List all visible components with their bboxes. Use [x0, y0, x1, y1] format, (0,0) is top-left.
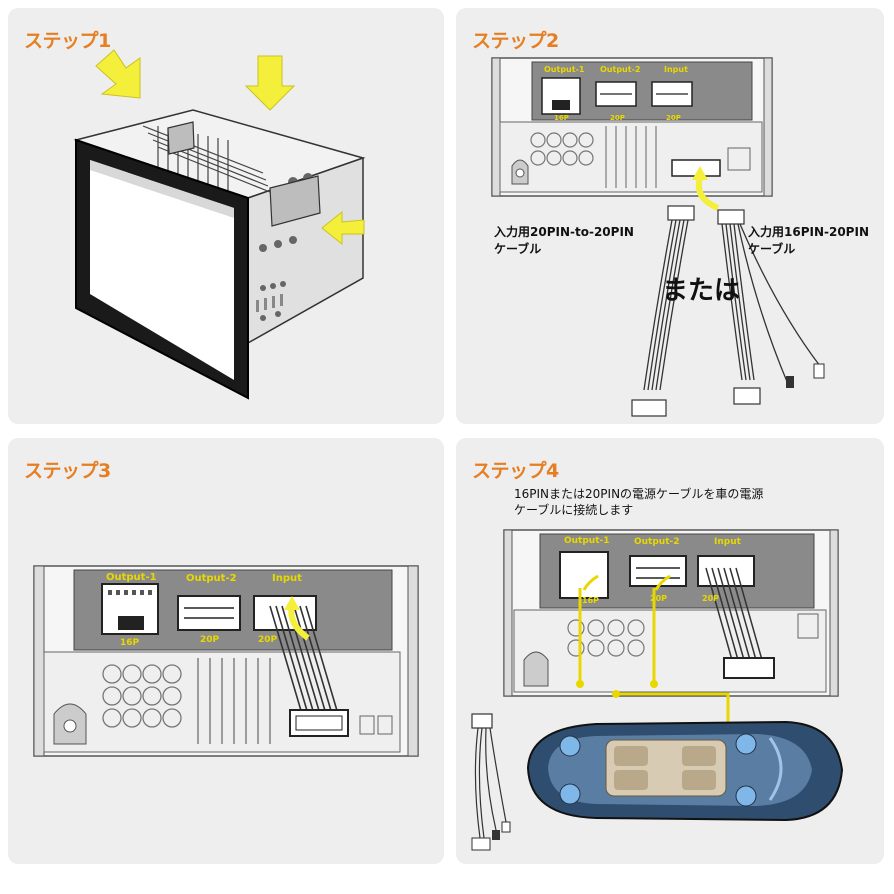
conn-label-20p-b: 20P	[666, 114, 681, 122]
conn-label-20p-b: 20P	[258, 635, 278, 645]
step4-title: ステップ4	[472, 460, 559, 482]
instruction-line2: ケーブルに接続します	[514, 503, 634, 517]
arrow-icon	[95, 49, 365, 246]
step4-panel: ステップ4 16PINまたは20PINの電源ケーブルを車の電源 ケーブルに接続し…	[456, 438, 884, 864]
conn-label-20p-a: 20P	[200, 635, 220, 645]
wiring-to-car-illustration	[471, 529, 844, 851]
conn-label-input: Input	[664, 65, 688, 74]
instruction-line1: 16PINまたは20PINの電源ケーブルを車の電源	[514, 487, 764, 501]
conn-label-20p-b: 20P	[702, 594, 719, 603]
conn-label-16p: 16P	[120, 638, 140, 648]
car-topview-illustration	[526, 720, 844, 822]
conn-label-16p: 16P	[582, 596, 599, 605]
conn-label-output1: Output-1	[544, 65, 585, 74]
cable-a-label: 入力用20PIN-to-20PIN ケーブル	[494, 225, 634, 256]
conn-label-output2: Output-2	[634, 537, 680, 547]
conn-label-output1: Output-1	[106, 572, 157, 583]
conn-label-output1: Output-1	[564, 536, 610, 546]
step1-panel: ステップ1	[8, 8, 444, 424]
conn-label-output2: Output-2	[600, 65, 641, 74]
conn-label-input: Input	[714, 537, 741, 547]
step3-title: ステップ3	[24, 460, 111, 482]
head-unit-illustration	[73, 49, 366, 400]
step1-title: ステップ1	[24, 30, 111, 52]
step3-panel: ステップ3	[8, 438, 444, 864]
conn-label-20p-a: 20P	[650, 594, 667, 603]
head-unit-rear-closeup	[33, 565, 419, 757]
conn-label-output2: Output-2	[186, 573, 237, 584]
conn-label-20p-a: 20P	[610, 114, 625, 122]
head-unit-rear-illustration	[491, 57, 825, 417]
wiring-harness-illustration	[471, 713, 511, 851]
conn-label-input: Input	[272, 573, 302, 584]
conn-label-16p: 16P	[554, 114, 569, 122]
or-text: または	[662, 276, 741, 306]
cable-b-label: 入力用16PIN-20PIN ケーブル	[748, 225, 869, 256]
step2-title: ステップ2	[472, 30, 559, 52]
step2-panel: ステップ2	[456, 8, 884, 424]
